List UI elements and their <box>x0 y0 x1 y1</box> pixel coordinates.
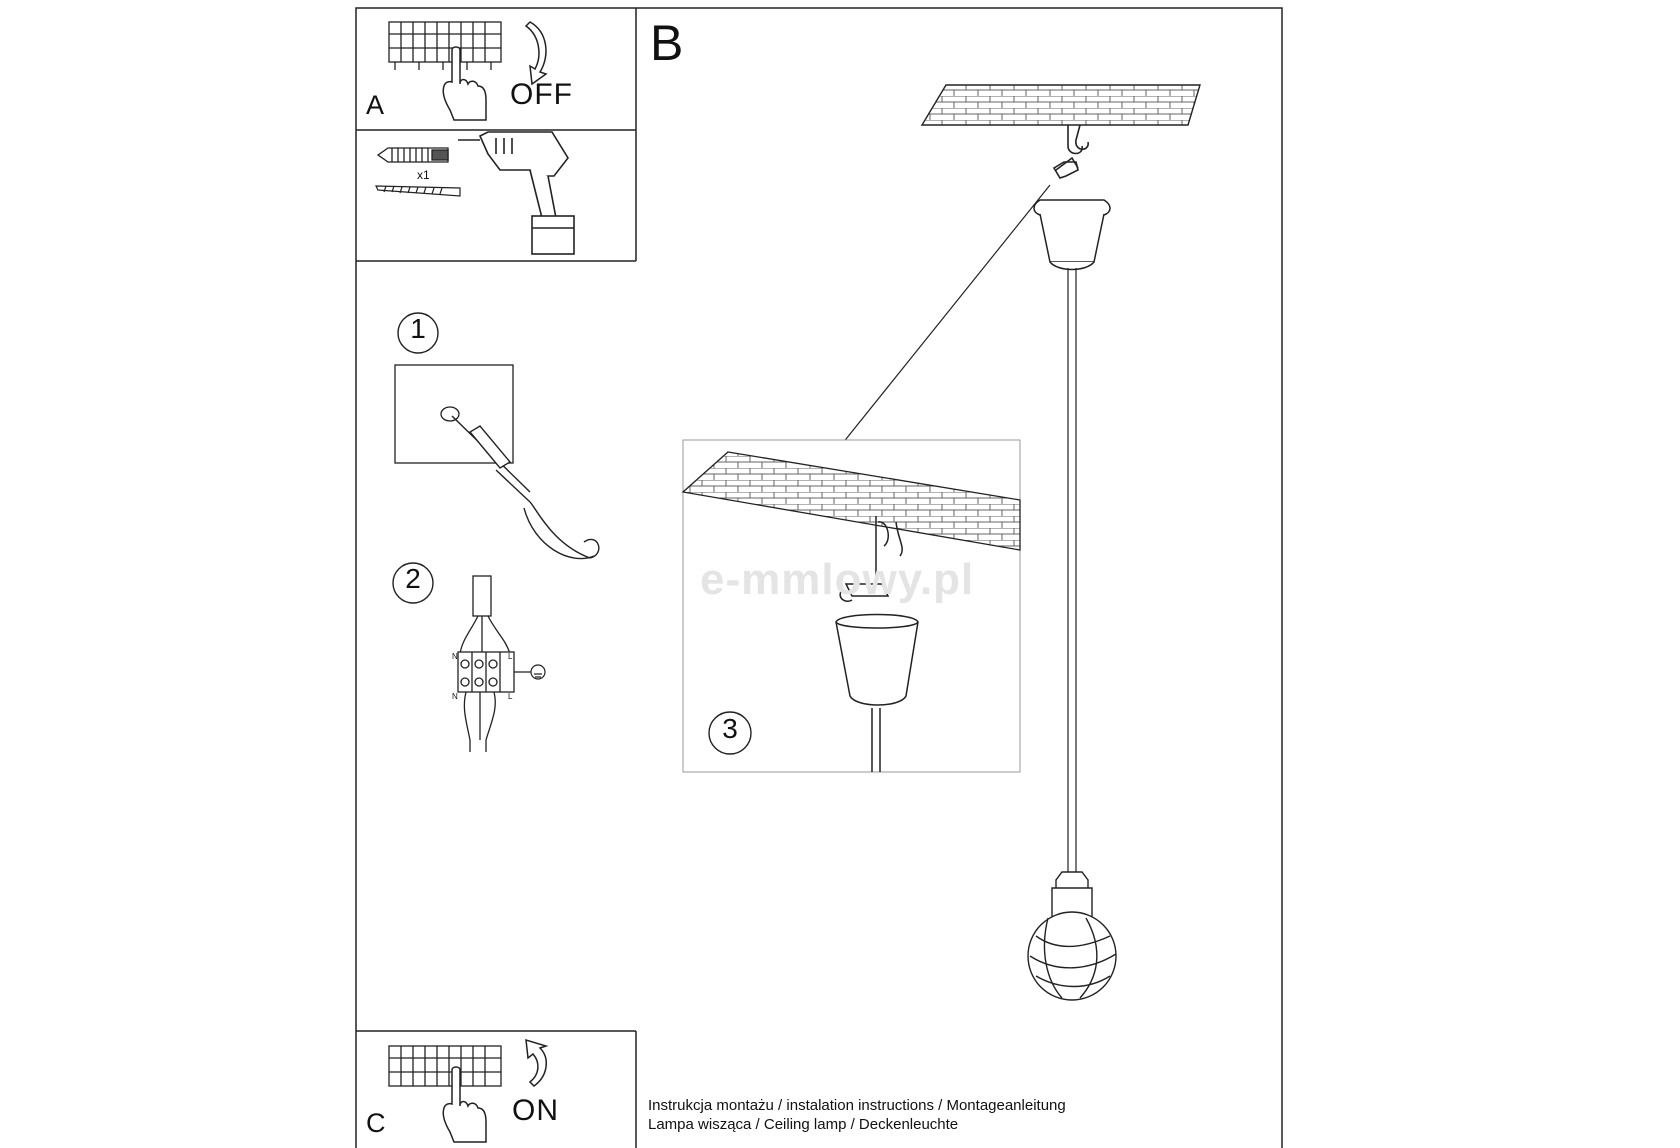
panel-c-letter: C <box>366 1108 386 1138</box>
watermark: e-mmlowy.pl <box>700 555 975 604</box>
terminal-block-icon <box>457 575 515 752</box>
panel-a-letter: A <box>366 90 385 120</box>
pendant-cord <box>1067 268 1077 872</box>
step2-badge <box>392 562 434 604</box>
arrow-up-icon <box>525 1038 549 1087</box>
step3-badge <box>708 711 752 755</box>
arrow-down-icon <box>524 21 548 86</box>
inset-canopy <box>835 613 919 772</box>
ceiling-plate-icon <box>920 84 1201 126</box>
breaker-panel-icon-c <box>388 1045 502 1087</box>
footer-subtitle: Lampa wisząca / Ceiling lamp / Deckenleu… <box>648 1116 959 1133</box>
terminal-l-top: L <box>508 652 513 661</box>
breaker-panel-icon <box>388 21 502 70</box>
bulb-icon <box>1027 871 1117 1001</box>
terminal-n-top: N <box>452 652 458 661</box>
wall-plug-icon <box>376 147 449 163</box>
on-label: ON <box>512 1094 559 1127</box>
off-label: OFF <box>510 78 573 111</box>
inset-ceiling-plate <box>681 451 1021 551</box>
hand-icon <box>442 46 487 121</box>
step2-number: 2 <box>405 563 421 594</box>
hand-icon-c <box>442 1066 487 1143</box>
terminal-l-bottom: L <box>508 692 513 701</box>
step1-number: 1 <box>410 313 426 344</box>
drill-icon <box>458 131 575 255</box>
panel-b-letter: B <box>650 15 684 71</box>
inset-hook <box>839 516 903 602</box>
terminal-n-bottom: N <box>452 692 458 701</box>
footer-title: Instrukcja montażu / instalation instruc… <box>648 1097 1066 1114</box>
callout-line <box>841 184 1051 445</box>
ground-icon <box>514 664 546 680</box>
step1-badge <box>397 312 439 354</box>
step3-number: 3 <box>722 713 738 744</box>
hook-icon <box>451 415 600 560</box>
ceiling-hook <box>1052 124 1089 179</box>
screw-icon <box>375 185 461 197</box>
page-frame <box>355 7 1283 1148</box>
quantity-label: x1 <box>417 168 430 182</box>
canopy-icon <box>1033 199 1111 271</box>
